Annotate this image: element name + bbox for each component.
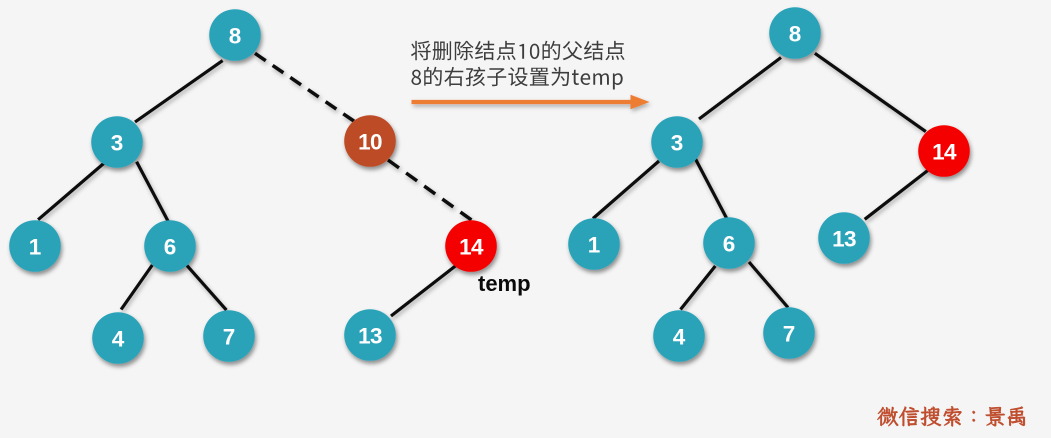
svg-text:3: 3 bbox=[111, 131, 124, 156]
svg-text:10: 10 bbox=[358, 130, 382, 155]
svg-text:13: 13 bbox=[832, 227, 856, 252]
svg-text:3: 3 bbox=[671, 131, 684, 156]
svg-text:6: 6 bbox=[164, 235, 177, 260]
svg-text:7: 7 bbox=[223, 325, 236, 350]
svg-text:4: 4 bbox=[673, 325, 686, 350]
svg-text:8: 8 bbox=[789, 22, 802, 47]
svg-text:1: 1 bbox=[588, 233, 601, 258]
svg-text:7: 7 bbox=[783, 322, 796, 347]
svg-text:4: 4 bbox=[112, 327, 125, 352]
svg-text:temp: temp bbox=[478, 271, 531, 296]
svg-text:8: 8 bbox=[229, 24, 242, 49]
svg-text:13: 13 bbox=[358, 324, 382, 349]
svg-text:14: 14 bbox=[932, 140, 957, 165]
svg-text:6: 6 bbox=[723, 232, 736, 257]
svg-text:14: 14 bbox=[459, 235, 484, 260]
svg-text:1: 1 bbox=[29, 235, 42, 260]
